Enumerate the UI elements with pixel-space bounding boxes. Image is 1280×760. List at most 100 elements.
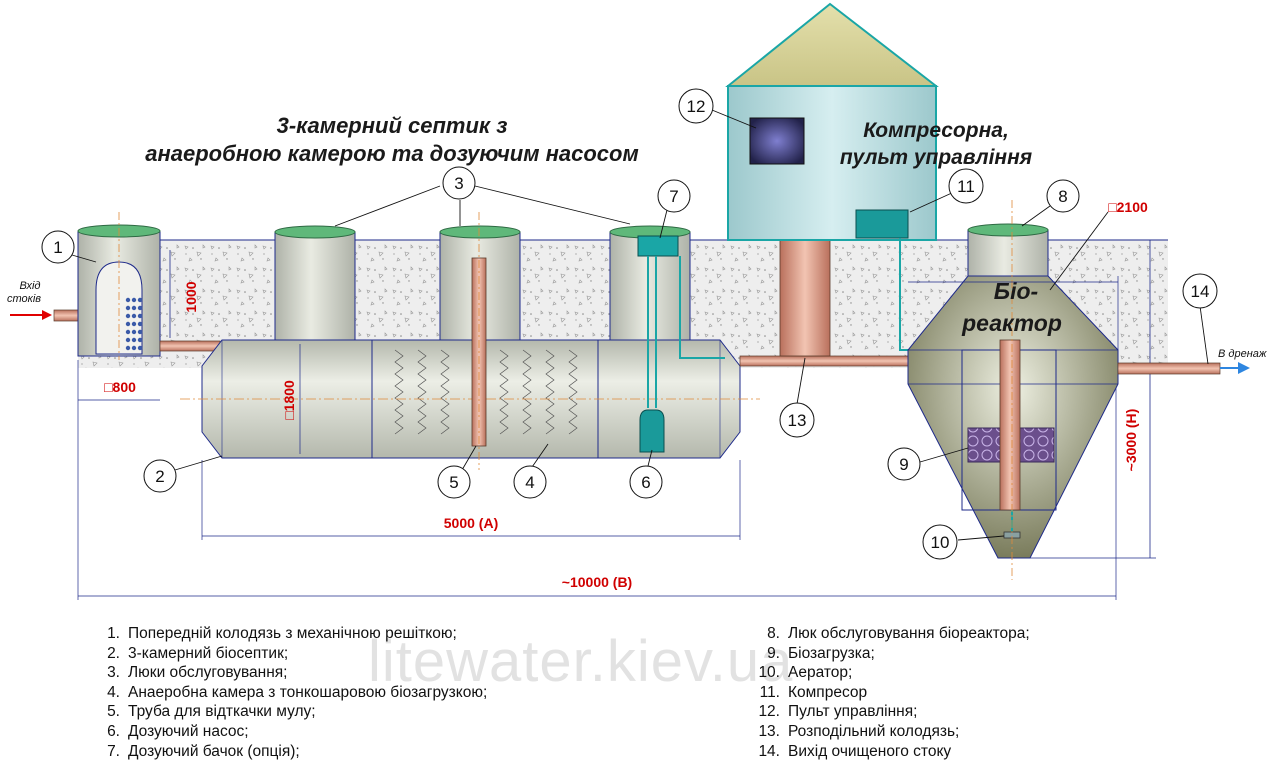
svg-text:12: 12 [687,97,706,116]
legend-number: 7. [107,742,120,760]
callout-13: 13 [779,402,815,438]
legend-number: 13. [758,722,780,740]
svg-text:7: 7 [669,187,678,206]
svg-text:6: 6 [641,473,650,492]
legend-text: Анаеробна камера з тонкошаровою біозагру… [128,683,488,701]
legend-item: 9. Біозагрузка; [752,644,1030,664]
callout-1: 1 [41,230,75,264]
legend-text: Люки обслуговування; [128,664,288,682]
legend-number: 11. [759,683,780,701]
svg-text:4: 4 [525,473,534,492]
legend-left: 1. Попередній колодязь з механічною решіт… [92,624,487,760]
dosing-tank [637,235,679,257]
callout-14: 14 [1182,273,1218,309]
callout-11: 11 [948,168,984,204]
legend-number: 3. [107,664,120,682]
outlet-label: В дренаж [1218,348,1267,360]
legend-text: Дозуючий насос; [128,722,249,740]
control-panel [749,117,805,165]
callout-9: 9 [887,447,921,481]
callout-8: 8 [1046,179,1080,213]
legend-number: 5. [107,703,120,721]
callout-12: 12 [678,88,714,124]
legend-text: Аератор; [788,664,853,682]
dim-well-height: 1000 [183,281,199,312]
legend-text: 3-камерний біосептик; [128,644,289,662]
pipe-to-septic [159,340,221,352]
septic-diagram: Вхід стоків 1000 □1800 [7,2,1267,600]
legend-item: 14.Вихід очищеного стоку [752,742,1030,760]
svg-text:13: 13 [788,411,807,430]
legend-number: 2. [107,644,120,662]
dim-tank-length: 5000 (А) [444,515,498,531]
inlet-arrowhead [42,310,52,320]
svg-text:10: 10 [931,533,950,552]
dim-well-width: □800 [104,379,136,395]
callout-6: 6 [629,465,663,499]
legend-text: Попередній колодязь з механічною решітко… [128,625,457,642]
legend-number: 8. [767,625,780,642]
legend-text: Пульт управління; [788,703,918,721]
svg-text:9: 9 [899,455,908,474]
dim-tank-diameter: □1800 [281,380,297,420]
hatch-1-lid [274,225,356,239]
svg-text:5: 5 [449,473,458,492]
legend-text: Розподільний колодязь; [788,722,960,740]
dosing-line [647,256,657,408]
legend-text: Дозуючий бачок (опція); [128,742,300,760]
house-label-1: Компресорна, [863,119,1009,142]
dim-reactor-width: □2100 [1108,199,1148,215]
diagram-title-2: анаеробною камерою та дозуючим насосом [145,141,639,166]
legend-number: 4. [107,683,120,701]
callout-5: 5 [437,465,471,499]
thin-layer-media [394,349,578,435]
legend-right: 8.Люк обслуговування біореактора; 9.Біоз… [752,624,1030,760]
legend-text: Біозагрузка; [788,644,875,662]
legend-item: 6. Дозуючий насос; [92,722,487,742]
legend-item: 13. Розподільний колодязь; [752,722,1030,742]
svg-text:2: 2 [155,467,164,486]
diagram-title-1: 3-камерний септик з [277,113,508,138]
legend-number: 14. [758,742,780,760]
callout-4: 4 [513,465,547,499]
inlet-label-2: стоків [7,293,41,305]
legend-number: 9. [767,644,780,662]
svg-text:14: 14 [1191,282,1210,301]
legend-item: 5. Труба для відткачки мулу; [92,702,487,722]
svg-text:8: 8 [1058,187,1067,206]
legend-item: 11. Компресор [752,683,1030,703]
svg-text:1: 1 [53,238,62,257]
air-line [899,238,910,351]
legend-text: Труба для відткачки мулу; [128,703,316,721]
legend-number: 12. [758,703,780,721]
distribution-well [779,235,831,357]
legend-item: 1. Попередній колодязь з механічною решіт… [92,624,487,644]
dim-total-length: ~10000 (В) [562,574,632,590]
legend-number: 1. [107,625,120,642]
screen-holes [125,297,143,351]
outlet-arrowhead [1238,362,1250,374]
leader-lines [71,109,1209,541]
legend-text: Компресор [788,683,868,701]
legend-item: 3. Люки обслуговування; [92,663,487,683]
legend-number: 6. [107,722,120,740]
legend-item: 7. Дозуючий бачок (опція); [92,742,487,760]
inlet-label-1: Вхід [20,280,41,292]
house-label-2: пульт управління [840,146,1032,169]
reactor-hatch [967,229,1049,277]
svg-text:3: 3 [454,174,463,193]
compressor [855,209,909,239]
house-roof [725,2,939,87]
callout-7: 7 [657,179,691,213]
legend-number: 10. [758,664,780,682]
reactor-hatch-lid [967,223,1049,237]
dosing-pump [639,409,665,453]
reactor-pipe [999,339,1021,511]
hatch-1 [274,231,356,341]
callout-3: 3 [442,166,476,200]
callout-10: 10 [922,524,958,560]
legend-item: 12. Пульт управління; [752,702,1030,722]
dim-reactor-height: ~3000 (Н) [1123,409,1139,472]
outlet-pipe [1117,362,1221,375]
